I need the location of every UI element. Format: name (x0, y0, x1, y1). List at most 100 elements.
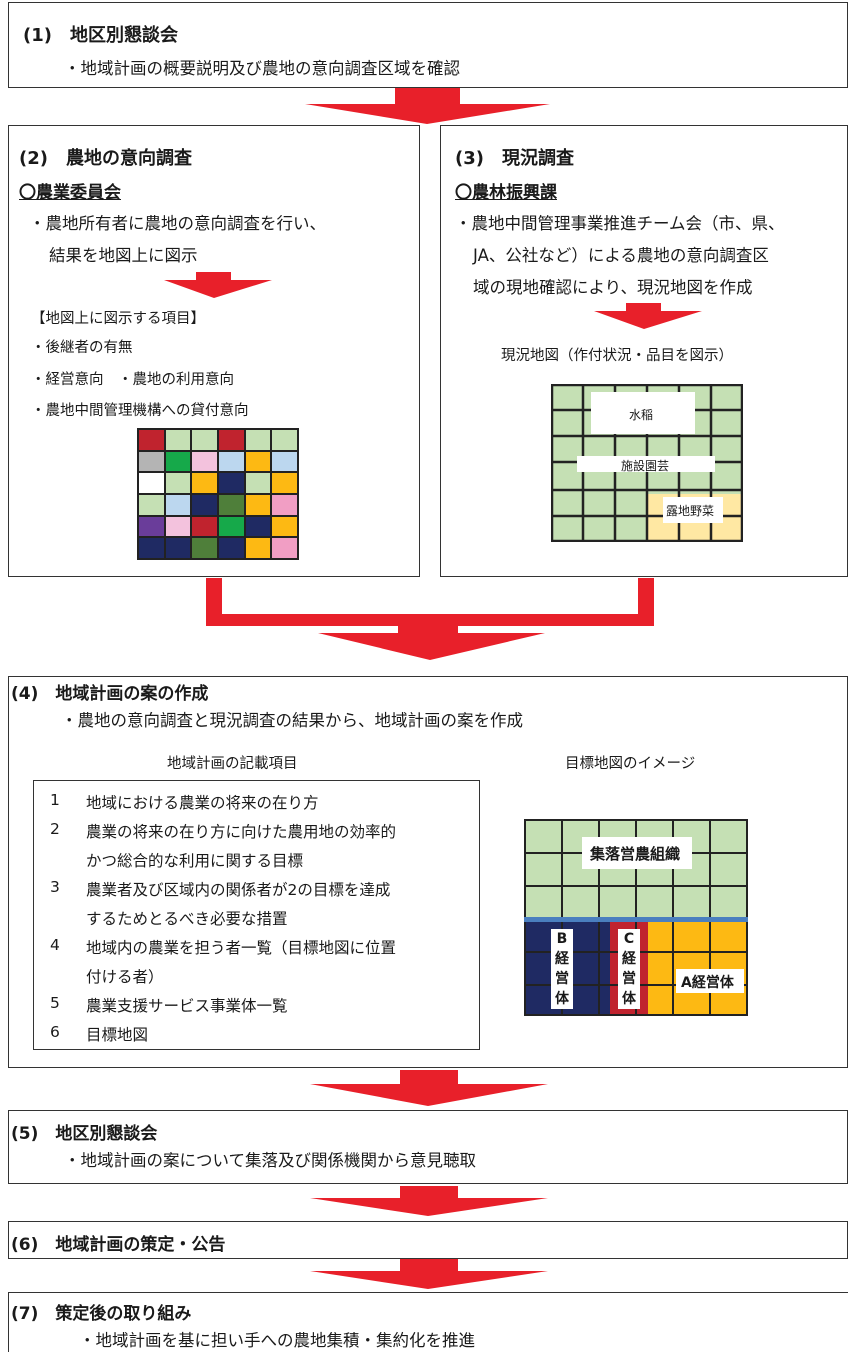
step6-title: (6) 地域計画の策定・公告 (11, 1235, 226, 1255)
arrow-down-5 (310, 1186, 548, 1216)
plan-item-text: 農業の将来の在り方に向けた農用地の効率的 (86, 823, 397, 841)
map-parcel-cell (272, 538, 297, 558)
small-arrow-step3 (594, 303, 702, 329)
entity-label-char: 経 (555, 951, 569, 967)
step1-text: ・地域計画の概要説明及び農地の意向調査区域を確認 (64, 59, 460, 78)
step6-box: (6) 地域計画の策定・公告 (8, 1221, 848, 1259)
map-parcel-cell (192, 538, 217, 558)
map-parcel-cell (139, 516, 164, 537)
plan-item-text: するためとるべき必要な措置 (86, 910, 288, 928)
map-parcel-cell (192, 494, 217, 515)
step4-text: ・農地の意向調査と現況調査の結果から、地域計画の案を作成 (61, 711, 523, 730)
map-parcel-cell (272, 430, 297, 450)
map-parcel-cell (245, 451, 271, 472)
entity-label-char: C (623, 931, 635, 947)
step1-box: (1) 地区別懇談会 ・地域計画の概要説明及び農地の意向調査区域を確認 (8, 2, 848, 88)
step2-org: 〇農業委員会 (19, 183, 121, 203)
step5-box: (5) 地区別懇談会 ・地域計画の案について集落及び関係機関から意見聴取 (8, 1110, 848, 1184)
arrow-merge (206, 578, 654, 660)
map-parcel-cell (139, 494, 164, 515)
step5-title: (5) 地区別懇談会 (11, 1124, 158, 1144)
step3-title: (3) 現況調査 (455, 148, 574, 169)
plan-item-number: 3 (50, 878, 60, 896)
current-status-map: 水稲 施設園芸 露地野菜 (551, 384, 743, 542)
entity-label-char: 営 (555, 971, 569, 987)
map-parcel-cell (272, 494, 297, 515)
plan-item-number: 4 (50, 936, 60, 954)
map-parcel-cell (245, 430, 271, 450)
map-parcel-cell (139, 430, 164, 450)
plan-item-text: 目標地図 (86, 1026, 149, 1044)
entity-label-char: B (556, 931, 568, 947)
map-parcel-cell (165, 473, 191, 493)
map-parcel-cell (192, 430, 217, 450)
map-parcel-cell (272, 473, 297, 493)
step4-box: (4) 地域計画の案の作成 ・農地の意向調査と現況調査の結果から、地域計画の案を… (8, 676, 848, 1068)
step2-line1: ・農地所有者に農地の意向調査を行い、 (29, 214, 326, 233)
map-parcel-cell (245, 538, 271, 558)
label-open-field: 露地野菜 (666, 504, 715, 518)
entity-label-char: 体 (555, 991, 569, 1007)
entity-label-char: 営 (622, 971, 636, 987)
small-arrow-step2 (164, 272, 272, 298)
step3-line2: JA、公社など）による農地の意向調査区 (473, 246, 769, 265)
arrow-down-6 (310, 1259, 548, 1289)
map-parcel-cell (192, 451, 217, 472)
map-parcel-cell (139, 473, 164, 493)
plan-item-number: 2 (50, 820, 60, 838)
plan-items-list: 1 地域における農業の将来の在り方 2 農業の将来の在り方に向けた農用地の効率的かつ総… (33, 780, 480, 1050)
map-parcel-cell (218, 473, 244, 493)
map-parcel-cell (218, 516, 244, 537)
step3-line1: ・農地中間管理事業推進チーム会（市、県、 (455, 214, 785, 233)
plan-item-text: かつ総合的な利用に関する目標 (86, 852, 304, 870)
step7-title: (7) 策定後の取り組み (11, 1304, 192, 1324)
step3-org: 〇農林振興課 (455, 183, 557, 203)
label-collective-farm: 集落営農組織 (590, 845, 681, 863)
label-facility: 施設園芸 (621, 459, 670, 473)
map-parcel-cell (139, 451, 164, 472)
step2-item1: ・後継者の有無 (31, 340, 133, 356)
map-parcel-cell (218, 494, 244, 515)
label-rice: 水稲 (629, 408, 654, 422)
plan-item-text: 農業者及び区域内の関係者が2の目標を達成 (86, 881, 391, 899)
arrow-down-4 (310, 1070, 548, 1106)
map-parcel-cell (218, 538, 244, 558)
intent-survey-map (137, 428, 299, 560)
map-parcel-cell (165, 538, 191, 558)
list-header: 地域計画の記載項目 (167, 756, 298, 772)
step2-box: (2) 農地の意向調査 〇農業委員会 ・農地所有者に農地の意向調査を行い、 結果… (8, 125, 420, 577)
plan-item-text: 地域における農業の将来の在り方 (86, 794, 319, 812)
target-map-header: 目標地図のイメージ (565, 756, 696, 772)
plan-item-text: 地域内の農業を担う者一覧（目標地図に位置 (86, 939, 397, 957)
map-parcel-cell (245, 473, 271, 493)
entity-label-char: 経 (622, 951, 636, 967)
map-parcel-cell (165, 494, 191, 515)
map-parcel-cell (192, 516, 217, 537)
step2-title: (2) 農地の意向調査 (19, 148, 192, 169)
map-parcel-cell (218, 451, 244, 472)
plan-item-text: 付ける者） (86, 968, 164, 986)
step3-box: (3) 現況調査 〇農林振興課 ・農地中間管理事業推進チーム会（市、県、 JA、… (440, 125, 848, 577)
step3-line3: 域の現地確認により、現況地図を作成 (473, 278, 753, 297)
step5-text: ・地域計画の案について集落及び関係機関から意見聴取 (64, 1151, 477, 1170)
plan-item-number: 1 (50, 791, 60, 809)
step4-title: (4) 地域計画の案の作成 (11, 684, 209, 704)
map-parcel-cell (192, 473, 217, 493)
step2-line2: 結果を地図上に図示 (49, 246, 198, 265)
label-a-entity: A経営体 (681, 975, 734, 991)
current-map-caption: 現況地図（作付状況・品目を図示） (501, 348, 733, 364)
step1-title: (1) 地区別懇談会 (23, 25, 178, 46)
step2-items-header: 【地図上に図示する項目】 (31, 311, 205, 327)
map-parcel-cell (218, 430, 244, 450)
plan-item-text: 農業支援サービス事業体一覧 (86, 997, 288, 1015)
plan-item-number: 6 (50, 1023, 60, 1041)
arrow-down-1 (305, 88, 550, 124)
step2-item2: ・経営意向 ・農地の利用意向 (31, 372, 234, 388)
step7-box: (7) 策定後の取り組み ・地域計画を基に担い手への農地集積・集約化を推進 (8, 1292, 848, 1352)
map-parcel-cell (165, 451, 191, 472)
plan-item-number: 5 (50, 994, 60, 1012)
map-parcel-cell (272, 516, 297, 537)
